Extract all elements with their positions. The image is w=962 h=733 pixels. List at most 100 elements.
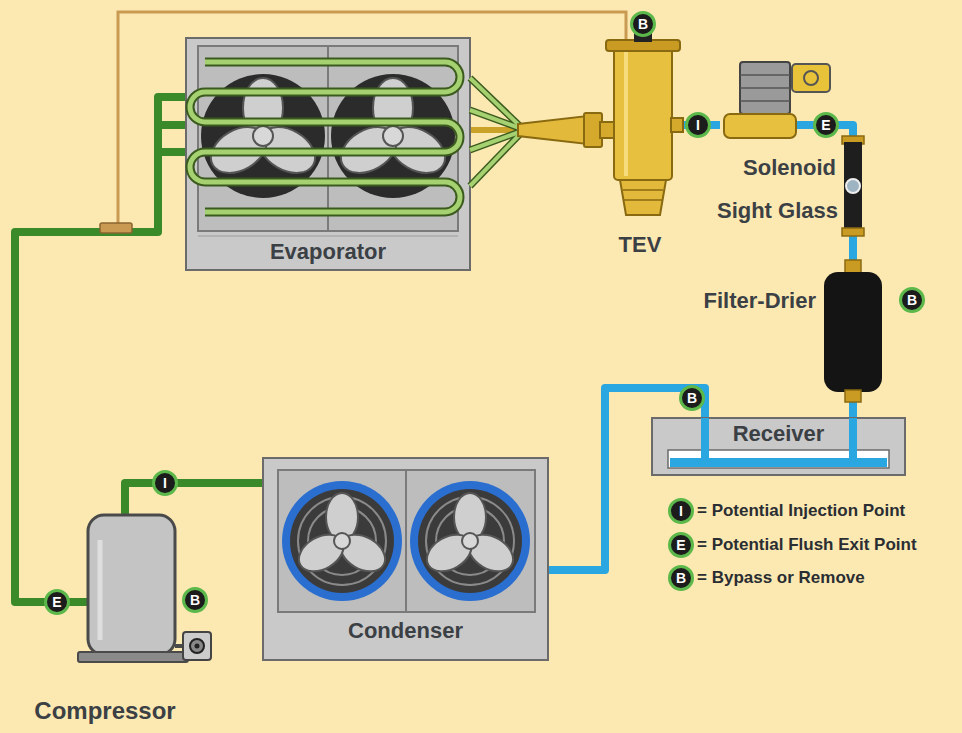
sight-glass	[842, 136, 864, 236]
solenoid-valve	[724, 62, 840, 138]
condenser-unit	[462, 533, 478, 549]
component-label: Solenoid	[720, 155, 836, 181]
condenser-unit	[282, 481, 402, 601]
evaporator-unit	[190, 62, 460, 212]
condenser-unit	[263, 458, 548, 660]
condenser-unit	[410, 481, 530, 601]
component-label: Receiver	[652, 421, 905, 447]
callout-letter: E	[668, 532, 694, 558]
compressor-body	[190, 639, 204, 653]
sight-glass	[844, 142, 862, 232]
filter-drier	[824, 260, 882, 402]
sight-glass-box: Sight Glass	[700, 188, 866, 236]
distributor	[470, 78, 522, 128]
compressor-body	[78, 652, 188, 662]
legend-text: = Potential Flush Exit Point	[697, 535, 917, 555]
distributor	[470, 78, 522, 186]
tev-valve	[671, 118, 683, 132]
solenoid-valve	[740, 87, 790, 89]
filter-drier-box: Filter-Drier	[636, 262, 886, 372]
tev-valve	[623, 189, 663, 191]
tev-valve	[614, 48, 672, 180]
callout-letter: B	[679, 385, 705, 411]
evaporator-unit	[383, 126, 403, 146]
component-label: TEV	[600, 232, 680, 258]
evaporator-box: Evaporator	[186, 38, 470, 270]
solenoid-valve	[804, 71, 818, 85]
compressor-body	[88, 515, 175, 655]
refrigerant-pipe	[548, 388, 705, 570]
receiver-tank	[701, 418, 709, 462]
condenser-unit	[420, 527, 478, 579]
filter-drier	[845, 260, 861, 274]
sight-glass	[842, 228, 864, 236]
callout-letter: B	[668, 565, 694, 591]
compressor-body	[98, 540, 103, 640]
condenser-unit	[263, 458, 548, 660]
condenser-unit	[405, 470, 407, 612]
callout-letter: E	[813, 112, 839, 138]
tev-valve	[620, 180, 666, 215]
solenoid-valve	[740, 74, 790, 76]
compressor-box: Compressor	[30, 515, 180, 733]
distributor	[470, 132, 522, 186]
component-label: Filter-Drier	[636, 288, 816, 314]
solenoid-valve	[740, 100, 790, 102]
component-label: Compressor	[30, 697, 180, 726]
condenser-unit	[334, 533, 350, 549]
callout-letter: B	[899, 287, 925, 313]
component-label: Condenser	[263, 618, 548, 644]
suction-header	[158, 97, 186, 152]
receiver-tank	[652, 418, 905, 475]
tev-valve	[624, 199, 662, 201]
solenoid-valve	[740, 62, 790, 114]
callout-letter: I	[152, 470, 178, 496]
compressor-body	[195, 644, 200, 649]
condenser-unit	[292, 527, 350, 579]
evaporator-unit	[186, 38, 470, 270]
condenser-unit	[418, 489, 522, 593]
distributor	[470, 78, 522, 128]
component-label: Sight Glass	[700, 198, 838, 224]
distributor	[470, 78, 522, 186]
evaporator-unit	[253, 126, 273, 146]
tev-valve	[600, 33, 683, 215]
solenoid-valve	[792, 64, 830, 92]
evaporator-unit	[186, 38, 470, 270]
tev-valve	[624, 52, 628, 176]
filter-drier	[824, 272, 882, 392]
capillary-tube	[100, 12, 626, 233]
evaporator-unit	[327, 46, 329, 231]
condenser-unit	[278, 470, 535, 612]
suction-header	[158, 97, 186, 152]
evaporator-unit	[190, 62, 460, 212]
distributor	[470, 110, 522, 129]
receiver-box: Receiver	[652, 418, 905, 475]
legend-text: = Bypass or Remove	[697, 568, 865, 588]
compressor-body	[30, 515, 211, 662]
condenser-unit	[410, 481, 530, 601]
refrigerant-pipe	[849, 236, 857, 262]
condenser-unit	[282, 481, 402, 601]
condenser-box: Condenser	[263, 458, 548, 660]
suction-header	[158, 121, 186, 129]
callout-letter: B	[182, 587, 208, 613]
filter-drier	[845, 390, 861, 402]
callout-letter: B	[630, 11, 656, 37]
callout-letter: I	[685, 112, 711, 138]
refrigerant-pipe	[125, 483, 263, 515]
condenser-unit	[290, 489, 394, 593]
evaporator-unit	[198, 46, 458, 231]
distributor	[470, 78, 602, 186]
sight-glass	[846, 179, 860, 193]
capillary-tube	[100, 223, 132, 233]
legend-text: = Potential Injection Point	[697, 501, 905, 521]
receiver-tank	[652, 418, 905, 475]
component-label: Evaporator	[186, 239, 470, 265]
compressor-body	[183, 632, 211, 660]
tev-box: TEV	[600, 36, 680, 264]
receiver-tank	[849, 418, 857, 462]
distributor	[470, 132, 522, 186]
